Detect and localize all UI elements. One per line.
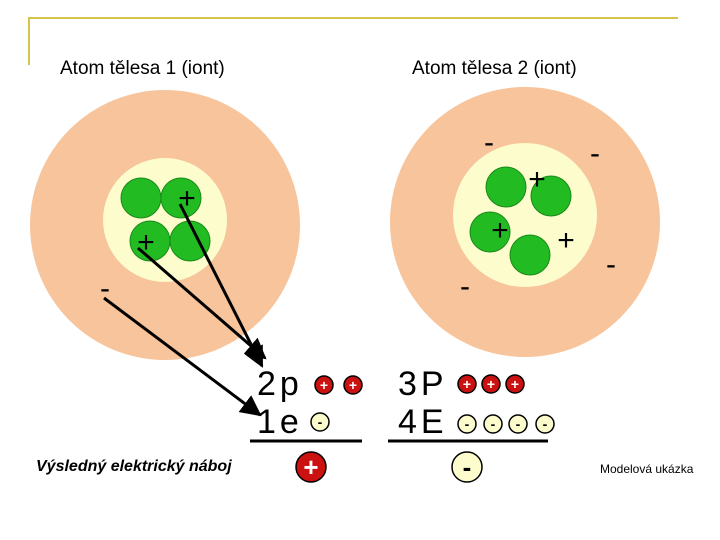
minus-sign: - <box>100 272 110 305</box>
atom2-neutron <box>485 166 527 208</box>
plus-sign: + <box>557 224 575 257</box>
result-label: Výsledný elektrický náboj <box>36 458 232 475</box>
arrow-proton-to-formula <box>178 203 264 368</box>
atom2-title: Atom tělesa 2 (iont) <box>412 58 577 79</box>
minus-sign: - <box>606 248 616 281</box>
proton-badge <box>314 375 334 395</box>
proton-badge-sign: + <box>511 376 519 392</box>
atom1-neutron <box>120 177 162 219</box>
result1-sign: + <box>303 452 318 482</box>
frame-top-line <box>28 17 678 19</box>
proton-badge-sign: + <box>463 376 471 392</box>
proton-badge-sign: + <box>320 377 328 393</box>
electron-badge-sign: - <box>318 414 323 430</box>
atom1-proton <box>160 177 202 219</box>
plus-sign: + <box>528 163 546 196</box>
atom2-neutron <box>509 234 551 276</box>
electron-badge-sign: - <box>465 416 470 432</box>
electron-badge-sign: - <box>543 416 548 432</box>
proton-badge-sign: + <box>349 377 357 393</box>
result2-badge <box>451 451 483 483</box>
electron-badge-sign: - <box>491 416 496 432</box>
formula1-electrons: 1e <box>257 403 303 441</box>
formula1-badges: + + - <box>310 375 363 432</box>
electron-badge <box>483 414 503 434</box>
minus-sign: - <box>484 126 494 159</box>
electron-badge <box>508 414 528 434</box>
atom1-title: Atom tělesa 1 (iont) <box>60 58 225 79</box>
plus-sign: + <box>178 182 196 215</box>
frame-left-line <box>28 17 30 65</box>
formula1-protons: 2p <box>257 365 303 403</box>
proton-badge-sign: + <box>487 376 495 392</box>
formula2-electrons: 4E <box>398 403 448 441</box>
atom2-proton <box>530 175 572 217</box>
result1-badge <box>295 451 327 483</box>
model-label: Modelová ukázka <box>600 462 694 476</box>
plus-sign: + <box>137 226 155 259</box>
proton-badge <box>481 374 501 394</box>
electron-badge-sign: - <box>516 416 521 432</box>
formula2-protons: 3P <box>398 365 448 403</box>
proton-badge <box>343 375 363 395</box>
result-badges: + - <box>295 451 483 483</box>
proton-badge <box>457 374 477 394</box>
electron-badge <box>457 414 477 434</box>
electron-badge <box>535 414 555 434</box>
arrow-proton-to-formula <box>137 246 267 360</box>
result2-sign: - <box>463 452 472 482</box>
formula2-badges: + + + - - - - <box>457 374 555 434</box>
arrow-electron-to-formula <box>103 296 262 417</box>
plus-sign: + <box>491 214 509 247</box>
minus-sign: - <box>460 270 470 303</box>
minus-sign: - <box>590 137 600 170</box>
atom2-proton <box>469 211 511 253</box>
electron-badge <box>310 412 330 432</box>
proton-badge <box>505 374 525 394</box>
